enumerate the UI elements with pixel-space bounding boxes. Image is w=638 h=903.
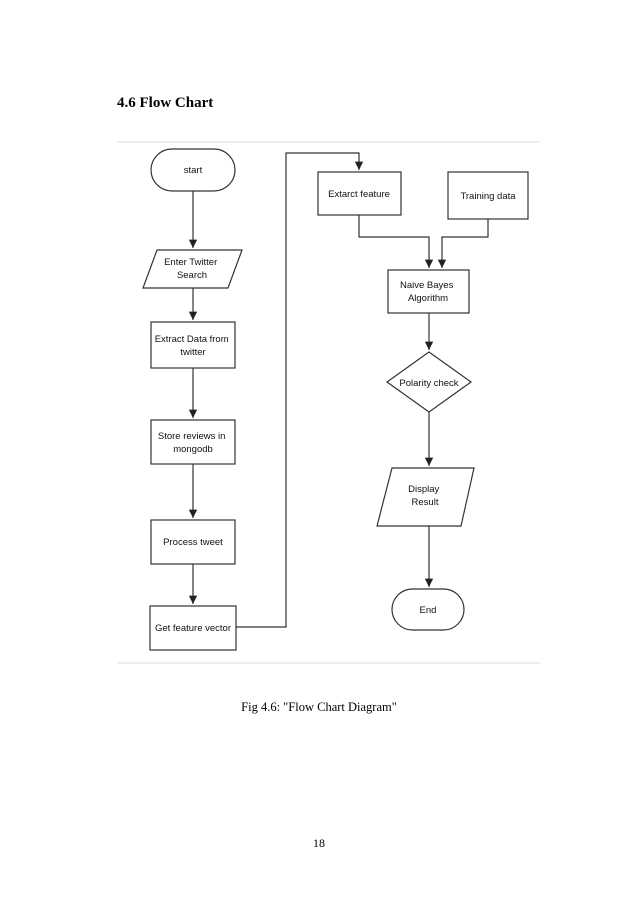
feature-vector-process-box [149, 605, 237, 651]
naive-bayes-label: Naive Bayes Algorithm [400, 280, 456, 304]
end-label: End [420, 605, 437, 616]
store-reviews-label: Store reviews in mongodb [158, 431, 228, 455]
page-number: 18 [313, 836, 325, 850]
end-terminal [391, 588, 465, 631]
start-terminal [150, 148, 236, 192]
enter-search-label: Enter Twitter Search [164, 257, 220, 281]
store-reviews-process-box [150, 419, 236, 465]
training-data-label: Training data [460, 191, 516, 202]
training-data-process-box [447, 171, 529, 220]
extract-data-process-box [150, 321, 236, 369]
connector-feature-vector-to-extract-feature [236, 152, 364, 628]
naive-bayes-process-box [387, 269, 470, 314]
figure-caption: Fig 4.6: "Flow Chart Diagram" [241, 700, 397, 714]
process-tweet-process-box [150, 519, 236, 565]
start-label: start [184, 165, 203, 176]
section-heading: 4.6 Flow Chart [117, 95, 214, 111]
connector-training-data-to-naive-bayes [437, 219, 489, 268]
polarity-check-label: Polarity check [399, 378, 458, 389]
process-tweet-label: Process tweet [163, 537, 223, 548]
feature-vector-label: Get feature vector [155, 623, 231, 634]
connector-extract-feature-to-naive-bayes [358, 215, 434, 268]
enter-search-input-shape [142, 249, 243, 289]
display-result-output-shape [376, 467, 475, 527]
extract-feature-label: Extarct feature [328, 189, 390, 200]
display-result-label: Display Result [408, 484, 442, 508]
extract-data-label: Extract Data from twitter [155, 334, 232, 358]
polarity-check-decision-diamond [385, 351, 473, 413]
extract-feature-process-box [317, 171, 402, 216]
